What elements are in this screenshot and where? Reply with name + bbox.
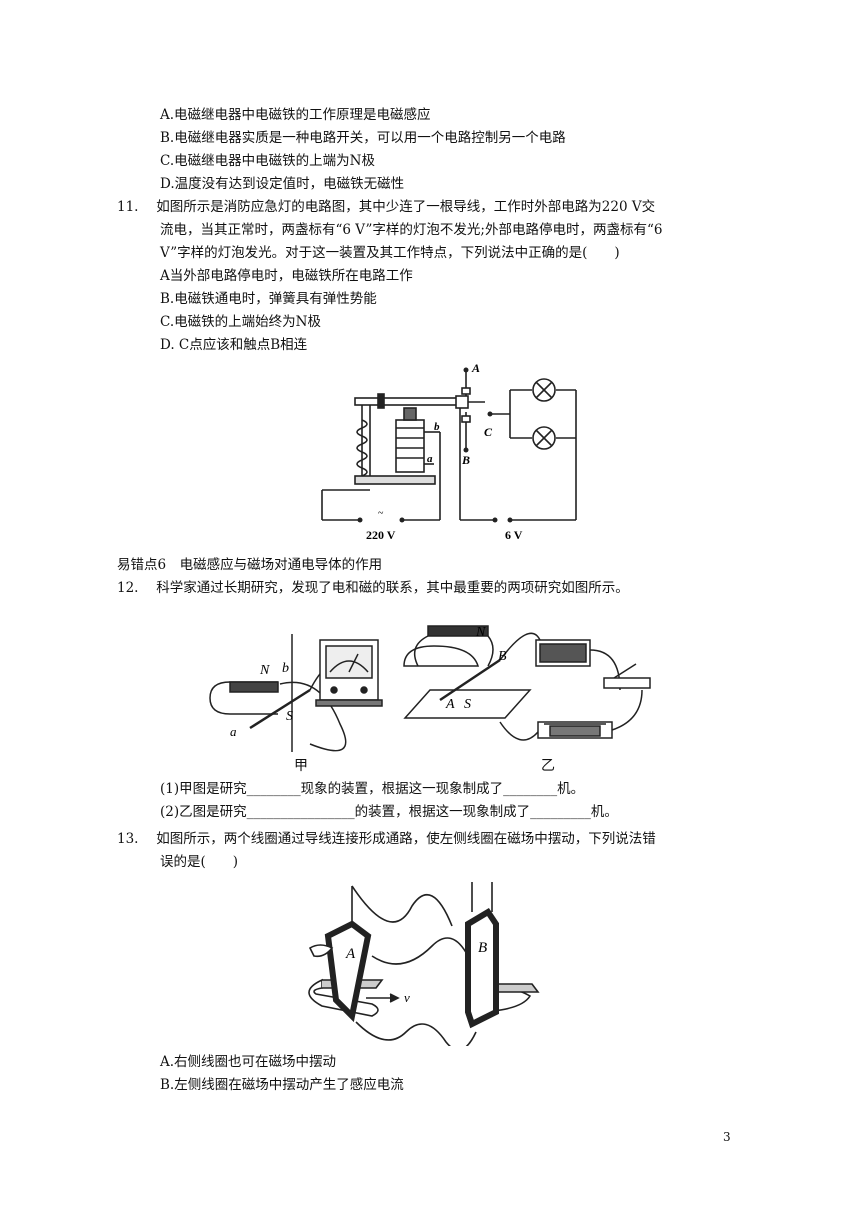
q11-option-c: C.电磁铁的上端始终为N极	[160, 314, 321, 330]
caption-jia: 甲	[294, 758, 308, 774]
velocity-label-v: v	[404, 990, 410, 1005]
jia-label-S: S	[286, 709, 293, 724]
yi-label-N: N	[475, 625, 486, 640]
page-number: 3	[723, 1130, 731, 1144]
jia-label-b: b	[282, 661, 289, 676]
yi-label-B: B	[498, 649, 507, 664]
q11-stem-line1: 11. 如图所示是消防应急灯的电路图，其中少连了一根导线，工作时外部电路为220…	[117, 199, 656, 215]
emergency-light-circuit-figure: A B C b a ~ 220 V 6 V	[321, 361, 577, 542]
caption-yi: 乙	[541, 758, 555, 774]
coil-label-B: B	[478, 940, 487, 956]
yi-label-A: A	[445, 697, 455, 712]
label-ac-symbol: ~	[378, 508, 384, 519]
coil-label-A: A	[345, 946, 356, 962]
electromagnetism-experiments-figure: N b S a N B A S	[209, 625, 651, 752]
q11-option-b: B.电磁铁通电时，弹簧具有弹性势能	[160, 291, 377, 307]
q13-option-a: A.右侧线圈也可在磁场中摆动	[160, 1054, 337, 1070]
label-C: C	[484, 425, 493, 439]
q11-option-a: A当外部电路停电时，电磁铁所在电路工作	[160, 268, 413, 284]
q11-stem-line2: 流电，当其正常时，两盏标有“6 V”字样的灯泡不发光;外部电路停电时，两盏标有“…	[160, 222, 663, 238]
yi-label-S: S	[464, 697, 471, 712]
label-6v: 6 V	[505, 528, 523, 542]
label-B: B	[461, 453, 470, 467]
q11-option-d: D. C点应该和触点B相连	[160, 337, 308, 353]
label-a: a	[427, 453, 433, 465]
q11-stem-line3: V”字样的灯泡发光。对于这一装置及其工作特点，下列说法中正确的是( )	[160, 245, 620, 261]
q10-option-b: B.电磁继电器实质是一种电路开关，可以用一个电路控制另一个电路	[160, 130, 566, 146]
label-220v: 220 V	[366, 528, 396, 542]
q10-option-a: A.电磁继电器中电磁铁的工作原理是电磁感应	[160, 107, 431, 123]
two-coils-figure: A B v	[308, 882, 540, 1046]
q10-option-d: D.温度没有达到设定值时，电磁铁无磁性	[160, 176, 405, 192]
label-b: b	[434, 421, 440, 433]
jia-label-N: N	[259, 663, 270, 678]
q12-subquestion-2: (2)乙图是研究________________的装置，根据这一现象制成了___…	[160, 804, 618, 820]
q13-stem-line1: 13. 如图所示，两个线圈通过导线连接形成通路，使左侧线圈在磁场中摆动，下列说法…	[117, 831, 656, 847]
jia-label-a: a	[230, 724, 237, 739]
q13-stem-line2: 误的是( )	[160, 854, 239, 870]
q13-option-b: B.左侧线圈在磁场中摆动产生了感应电流	[160, 1077, 404, 1093]
q12-stem: 12. 科学家通过长期研究，发现了电和磁的联系，其中最重要的两项研究如图所示。	[117, 580, 629, 596]
q10-option-c: C.电磁继电器中电磁铁的上端为N极	[160, 153, 375, 169]
section-heading-6: 易错点6 电磁感应与磁场对通电导体的作用	[117, 557, 383, 573]
q12-subquestion-1: (1)甲图是研究________现象的装置，根据这一现象制成了________机…	[160, 781, 585, 797]
label-A: A	[471, 361, 480, 375]
